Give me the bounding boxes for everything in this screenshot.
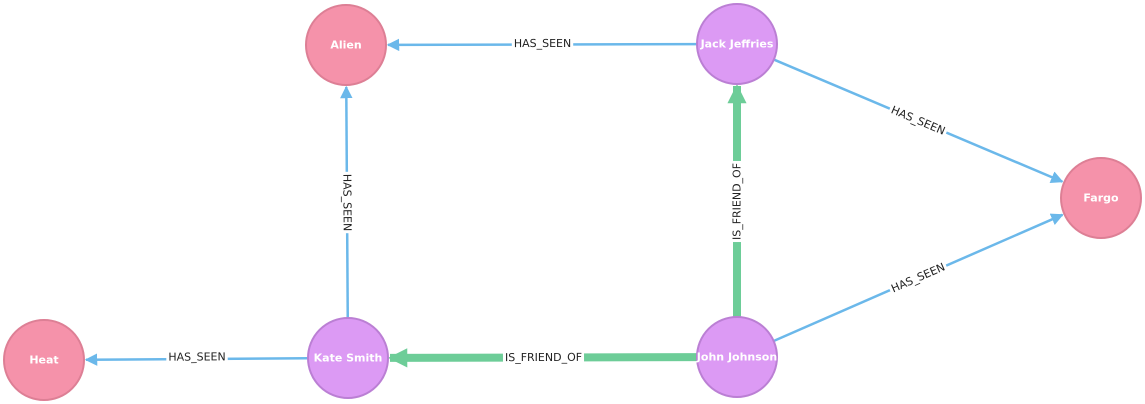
edge-label-group-jack-alien: HAS_SEEN — [511, 36, 574, 51]
node-label-heat: Heat — [29, 354, 58, 367]
node-alien[interactable]: Alien — [305, 4, 387, 86]
node-label-john: John Johnson — [696, 351, 777, 364]
edge-label-bg-john-fargo — [887, 259, 949, 297]
node-fargo[interactable]: Fargo — [1060, 157, 1142, 239]
edge-label-group-john-kate: IS_FRIEND_OF — [502, 350, 585, 365]
edge-label-bg-kate-heat — [166, 350, 228, 364]
edge-label-group-kate-heat: HAS_SEEN — [166, 350, 228, 364]
edge-label-john-kate: IS_FRIEND_OF — [505, 351, 582, 364]
node-circle-heat[interactable] — [3, 319, 85, 401]
node-heat[interactable]: Heat — [3, 319, 85, 401]
node-circle-fargo[interactable] — [1060, 157, 1142, 239]
edge-label-kate-alien: HAS_SEEN — [340, 174, 353, 231]
edge-label-bg-john-jack — [730, 160, 744, 243]
edge-label-group-jack-fargo: HAS_SEEN — [887, 102, 949, 139]
edges-layer — [84, 38, 1064, 368]
node-jack[interactable]: Jack Jeffries — [696, 3, 778, 85]
node-circle-kate[interactable] — [307, 317, 389, 399]
node-label-kate: Kate Smith — [314, 352, 383, 365]
edge-label-bg-jack-fargo — [887, 102, 949, 139]
node-circle-john[interactable] — [696, 316, 778, 398]
node-label-jack: Jack Jeffries — [700, 38, 774, 51]
edge-label-jack-alien: HAS_SEEN — [514, 37, 571, 50]
edge-label-group-john-fargo: HAS_SEEN — [887, 259, 949, 297]
node-kate[interactable]: Kate Smith — [307, 317, 389, 399]
node-john[interactable]: John Johnson — [696, 316, 778, 398]
node-circle-alien[interactable] — [305, 4, 387, 86]
edge-label-jack-fargo: HAS_SEEN — [889, 103, 947, 137]
edge-label-group-kate-alien: HAS_SEEN — [340, 171, 354, 234]
edge-label-group-john-jack: IS_FRIEND_OF — [730, 160, 744, 243]
node-circle-jack[interactable] — [696, 3, 778, 85]
edge-label-bg-john-kate — [502, 350, 585, 365]
edge-label-bg-jack-alien — [511, 36, 574, 51]
edge-label-bg-kate-alien — [340, 171, 354, 234]
edge-label-john-jack: IS_FRIEND_OF — [731, 163, 744, 240]
edge-label-john-fargo: HAS_SEEN — [889, 260, 947, 295]
edge-label-kate-heat: HAS_SEEN — [168, 350, 225, 363]
node-label-alien: Alien — [330, 39, 361, 52]
node-label-fargo: Fargo — [1083, 192, 1119, 205]
